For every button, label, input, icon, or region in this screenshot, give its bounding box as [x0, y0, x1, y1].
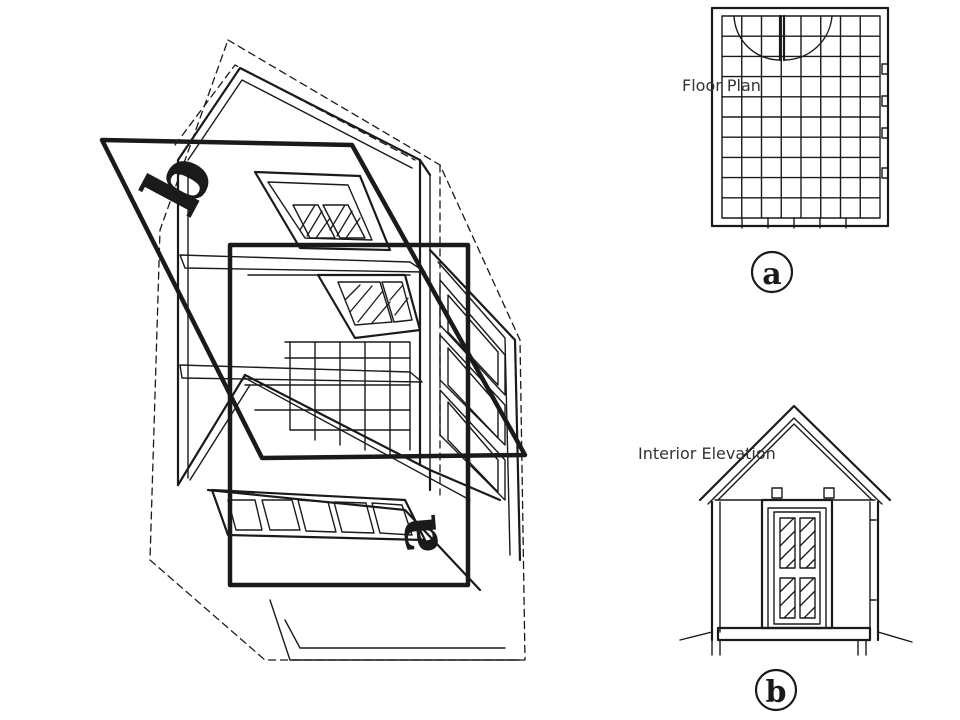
- axonometric-cabin: b a: [99, 39, 528, 661]
- plan-marker-a: a: [762, 257, 781, 292]
- back-door-lower: [316, 273, 422, 340]
- floor-plan: a: [710, 6, 890, 294]
- front-window-strip: [210, 488, 427, 542]
- plan-marker-circle: [750, 250, 794, 294]
- section-plane-a: [227, 242, 471, 588]
- door-hatching: [779, 517, 816, 619]
- plane-a-marker: a: [380, 512, 453, 557]
- door-swing: [733, 15, 781, 61]
- elev-marker-circle: [754, 668, 798, 712]
- interior-elevation-label: Interior Elevation: [638, 444, 776, 463]
- back-door-upper: [253, 170, 392, 252]
- floor-plan-grid: [721, 15, 881, 219]
- interior-elevation: b: [679, 404, 913, 712]
- elev-marker-b: b: [766, 675, 787, 710]
- side-windows: [439, 279, 506, 501]
- floor-plan-label: Floor Plan: [682, 76, 761, 95]
- cabin-walls: [176, 66, 522, 661]
- diagonal-brace: [244, 377, 471, 501]
- back-wall-grid: [244, 341, 411, 456]
- section-plane-b: [99, 137, 528, 461]
- door-swing-2: [783, 15, 833, 61]
